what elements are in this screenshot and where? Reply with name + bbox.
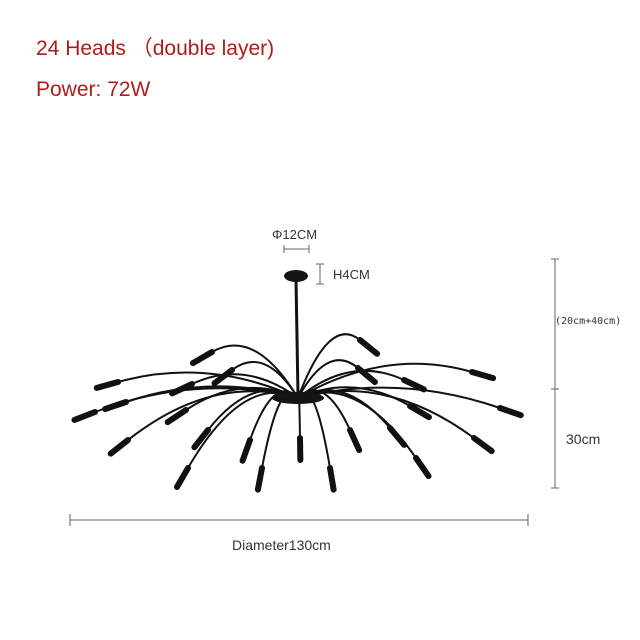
arm bbox=[117, 371, 299, 399]
lamp-head bbox=[471, 435, 495, 455]
canopy-height-line bbox=[316, 263, 324, 285]
diameter-line bbox=[69, 514, 529, 526]
lamp-head bbox=[497, 405, 524, 419]
rod-length-label: (20cm+40cm) bbox=[555, 316, 622, 327]
lamp-head bbox=[189, 349, 215, 367]
rod bbox=[294, 279, 300, 396]
lamp-head bbox=[211, 367, 235, 387]
lamp-head bbox=[254, 465, 265, 493]
body-height-label: 30cm bbox=[566, 431, 601, 447]
chandelier bbox=[71, 270, 524, 493]
lamp-head bbox=[102, 399, 129, 413]
lamp-head bbox=[107, 437, 131, 457]
lamp-head bbox=[173, 465, 191, 491]
arm bbox=[191, 373, 299, 399]
arm bbox=[231, 361, 299, 399]
dimension-lines bbox=[69, 245, 559, 526]
lamp-head bbox=[355, 365, 378, 386]
lamp-head bbox=[413, 455, 432, 480]
lamp-head bbox=[357, 337, 381, 357]
canopy bbox=[284, 270, 308, 282]
height-line bbox=[551, 258, 559, 489]
arm bbox=[297, 390, 475, 439]
lamp-head bbox=[347, 427, 363, 454]
center-plate bbox=[272, 392, 324, 404]
canopy-diameter-line bbox=[283, 245, 310, 253]
arm bbox=[297, 359, 359, 399]
lamp-head bbox=[71, 409, 98, 423]
lamp-head bbox=[407, 403, 432, 421]
lamp-head bbox=[191, 427, 211, 451]
arm bbox=[297, 362, 473, 399]
diameter-label: Diameter130cm bbox=[232, 537, 331, 553]
arm bbox=[125, 385, 299, 403]
heads-title: 24 Heads （double layer) bbox=[36, 37, 275, 60]
lamp-head bbox=[469, 369, 497, 382]
lamp-head bbox=[327, 465, 337, 493]
canopy-height-label: H4CM bbox=[333, 267, 370, 282]
lamp-head bbox=[401, 377, 427, 393]
canopy-diameter-label: Φ12CM bbox=[272, 227, 318, 242]
lamp-head bbox=[93, 379, 121, 391]
lamp-head bbox=[239, 437, 253, 464]
lamp-head bbox=[164, 407, 189, 426]
lamp-head bbox=[387, 425, 408, 448]
arm bbox=[297, 333, 361, 399]
power-title: Power: 72W bbox=[36, 78, 151, 101]
arm bbox=[297, 369, 405, 399]
arm bbox=[297, 386, 501, 409]
